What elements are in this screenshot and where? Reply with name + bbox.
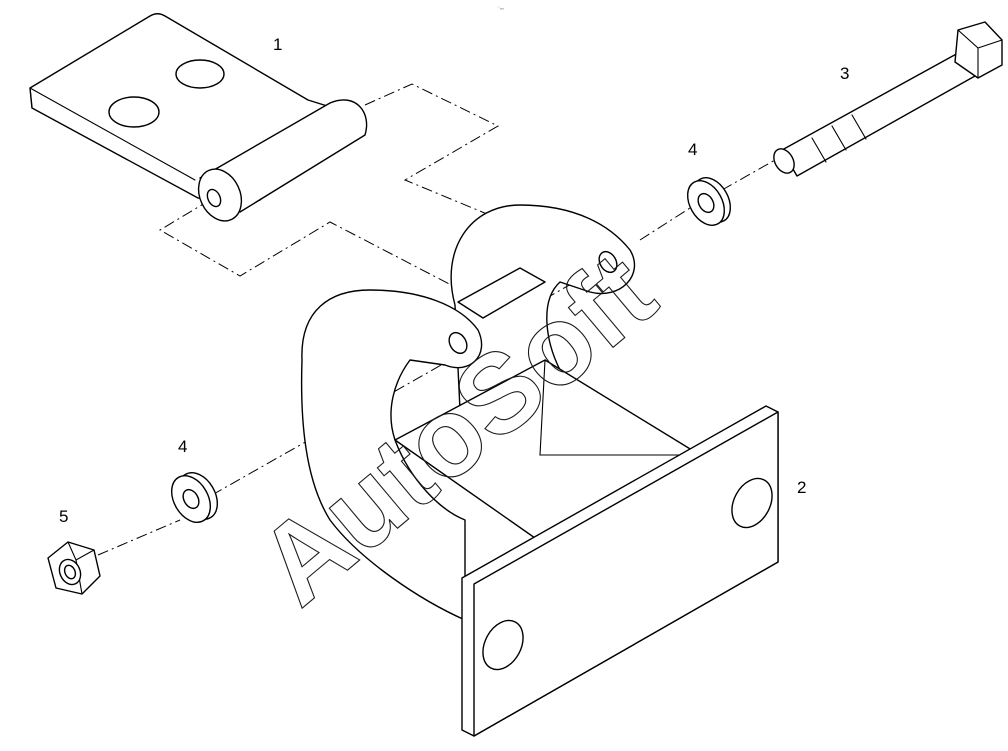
washer-upper-part-4 [686, 177, 732, 226]
callout-1: 1 [273, 35, 282, 54]
callout-4-lower: 4 [178, 437, 187, 456]
hinge-leaf-part-1 [29, 13, 368, 222]
bracket-part-2 [300, 204, 779, 737]
bolt-part-3 [773, 21, 1003, 177]
corner-mark: ⁻ₘ [497, 6, 504, 12]
callout-2: 2 [797, 478, 806, 497]
nut-part-5 [47, 541, 101, 595]
callout-3: 3 [840, 64, 849, 83]
callout-4-upper: 4 [688, 140, 697, 159]
callout-5: 5 [59, 507, 68, 526]
washer-lower-part-4 [170, 472, 219, 523]
